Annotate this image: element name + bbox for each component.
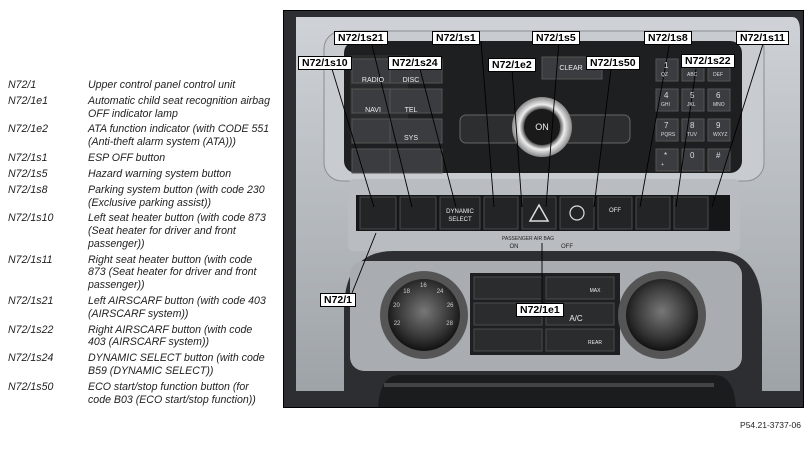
figure-reference: P54.21-3737-06 [740, 420, 801, 430]
legend-row: N72/1s1 ESP OFF button [8, 152, 278, 165]
legend-row: N72/1s24 DYNAMIC SELECT button (with code… [8, 352, 278, 377]
navi-key-label: NAVI [365, 107, 381, 114]
legend-code: N72/1e2 [8, 123, 49, 136]
parking-off-label: OFF [609, 208, 621, 214]
airbag-off-label: OFF [561, 244, 573, 250]
keypad-key-label: 8 [690, 121, 695, 130]
dial-number: 24 [436, 288, 444, 295]
keypad-key-label: 7 [664, 121, 669, 130]
callout-n72-1s10: N72/1s10 [298, 56, 352, 70]
keypad-key-letters: ABC [687, 72, 698, 78]
callout-n72-1s50: N72/1s50 [586, 56, 640, 70]
legend-code: N72/1s50 [8, 380, 54, 393]
passenger-airbag-label: PASSENGER AIR BAG [501, 236, 555, 242]
console-drawing [284, 11, 803, 407]
legend-description: Upper control panel control unit [88, 79, 236, 91]
keypad-key-letters: TUV [687, 132, 697, 138]
legend-row: N72/1s10 Left seat heater button (with co… [8, 212, 278, 250]
keypad-key-label: 1 [664, 61, 669, 70]
keypad-key-label: 4 [664, 91, 669, 100]
disc-key-label: DISC [402, 77, 420, 84]
keypad-key-label: 9 [716, 121, 721, 130]
console-photo: RADIO DISC CLEAR NAVI TEL SYS ON DYNAMIC… [283, 10, 804, 408]
keypad-key-letters: + [661, 162, 664, 168]
callout-n72-1s11: N72/1s11 [736, 31, 789, 45]
legend-code: N72/1s10 [8, 212, 54, 225]
legend-description: Right seat heater button (with code 873 … [88, 253, 257, 292]
radio-key-label: RADIO [361, 77, 385, 84]
legend-code: N72/1s24 [8, 352, 54, 365]
legend-row: N72/1s21 Left AIRSCARF button (with code … [8, 295, 278, 320]
dial-number: 18 [403, 288, 410, 295]
legend-code: N72/1s1 [8, 152, 48, 165]
legend-row: N72/1 Upper control panel control unit [8, 79, 278, 92]
callout-n72-1s1: N72/1s1 [432, 31, 480, 45]
legend-code: N72/1s8 [8, 183, 48, 196]
keypad-key-letters: WXYZ [713, 132, 728, 138]
legend-description: Left AIRSCARF button (with code 403 (AIR… [88, 295, 266, 320]
callout-n72-1s8: N72/1s8 [644, 31, 692, 45]
legend-code: N72/1s11 [8, 253, 53, 266]
legend-description: ATA function indicator (with CODE 551 (A… [88, 123, 270, 149]
legend-row: N72/1s22 Right AIRSCARF button (with code… [8, 324, 278, 349]
legend-code: N72/1s22 [8, 323, 54, 336]
keypad-key-letters: MNO [713, 102, 725, 108]
legend-description: Parking system button (with code 230 (Ex… [88, 183, 265, 209]
dynamic-select-label: DYNAMIC SELECT [446, 209, 474, 223]
legend-description: Hazard warning system button [88, 167, 232, 180]
keypad-key-label: 6 [716, 91, 721, 100]
airbag-on-label: ON [509, 244, 519, 250]
rear-label: REAR [588, 340, 602, 346]
keypad-key-label: 5 [690, 91, 695, 100]
keypad-key-label: 0 [690, 151, 695, 160]
dial-number: 26 [446, 302, 454, 309]
sys-key-label: SYS [403, 135, 418, 142]
legend-code: N72/1s5 [8, 167, 48, 180]
callout-n72-1s21: N72/1s21 [334, 31, 388, 45]
legend-code: N72/1 [8, 79, 37, 91]
legend-code: N72/1e1 [8, 94, 49, 107]
keypad-key-letters: GHI [661, 102, 670, 108]
legend-row: N72/1e1 Automatic child seat recognition … [8, 95, 278, 120]
callout-n72-1: N72/1 [320, 293, 357, 307]
callout-n72-1e1: N72/1e1 [516, 303, 564, 317]
legend-row: N72/1s11 Right seat heater button (with c… [8, 254, 278, 292]
legend-description: ESP OFF button [88, 152, 166, 165]
legend-description: DYNAMIC SELECT button (with code B59 (DY… [88, 352, 265, 377]
keypad-key-label: # [716, 151, 721, 160]
keypad-key-label: * [664, 151, 668, 160]
clear-key-label: CLEAR [559, 65, 583, 72]
dial-number: 16 [420, 283, 427, 289]
keypad-key-letters: JKL [687, 102, 696, 108]
callout-n72-1e2: N72/1e2 [488, 58, 536, 72]
legend-code: N72/1s21 [8, 295, 54, 308]
legend-description: ECO start/stop function button (for code… [88, 380, 256, 406]
keypad-key-letters: QZ [661, 72, 668, 78]
legend-row: N72/1e2 ATA function indicator (with CODE… [8, 123, 278, 148]
legend-description: Left seat heater button (with code 873 (… [88, 212, 266, 250]
on-button-label: ON [535, 122, 549, 132]
dial-number: 22 [393, 320, 401, 327]
legend-description: Right AIRSCARF button (with code 403 (AI… [88, 323, 253, 349]
legend-row: N72/1s50 ECO start/stop function button (… [8, 381, 278, 406]
legend-row: N72/1s5 Hazard warning system button [8, 168, 278, 181]
callout-n72-1s24: N72/1s24 [388, 56, 442, 70]
keypad-key-letters: DEF [713, 72, 723, 78]
legend-description: Automatic child seat recognition airbag … [88, 94, 270, 120]
ac-label: A/C [569, 314, 583, 323]
callout-n72-1s22: N72/1s22 [681, 54, 735, 68]
callout-n72-1s5: N72/1s5 [532, 31, 580, 45]
max-label: MAX [589, 288, 601, 294]
dial-number: 20 [393, 302, 400, 309]
dial-number: 28 [446, 320, 453, 327]
legend-row: N72/1s8 Parking system button (with code … [8, 184, 278, 209]
tel-key-label: TEL [404, 107, 418, 114]
keypad-key-letters: PQRS [661, 132, 676, 138]
